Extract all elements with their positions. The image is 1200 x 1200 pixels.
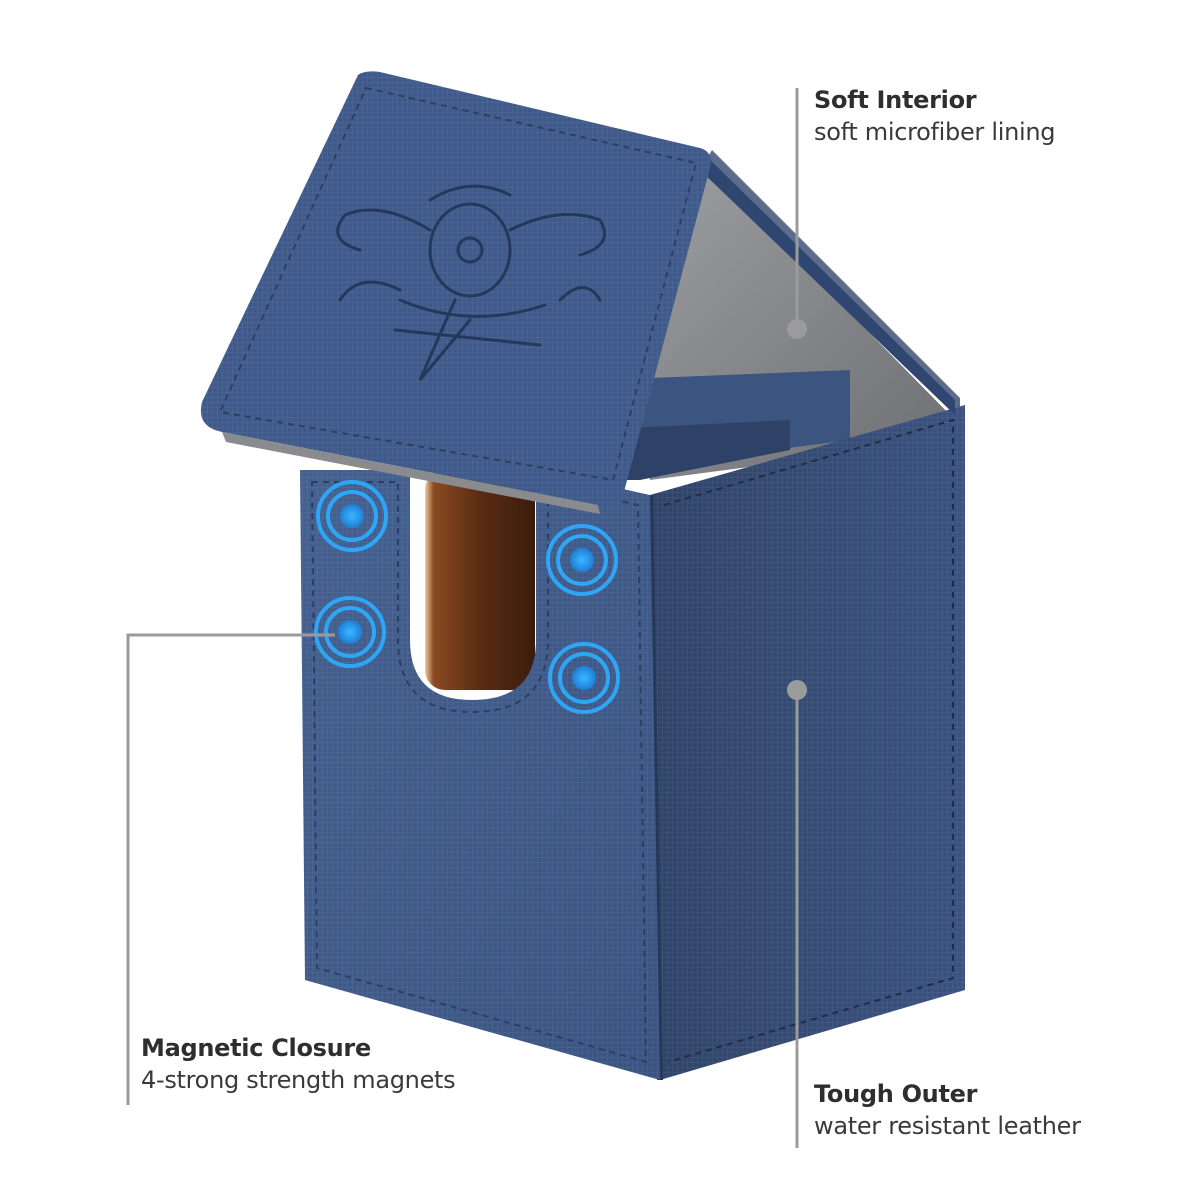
callout-description: 4-strong strength magnets — [141, 1066, 456, 1094]
side-panel — [647, 405, 965, 1081]
magnet-bottom-right — [548, 642, 620, 714]
callout-title: Magnetic Closure — [141, 1034, 371, 1062]
front-panel — [300, 470, 660, 1080]
leader-line-magnetic-closure — [126, 633, 335, 1105]
callout-tough-outer: Tough Outer water resistant leather — [814, 1078, 1081, 1142]
magnet-top-left — [316, 480, 388, 552]
leader-line-soft-interior — [787, 88, 807, 339]
magnet-top-right — [546, 524, 618, 596]
callout-description: soft microfiber lining — [814, 118, 1056, 146]
magnet-bottom-left — [314, 596, 386, 668]
magnets — [314, 480, 620, 714]
callout-soft-interior: Soft Interior soft microfiber lining — [814, 84, 1056, 148]
callout-title: Soft Interior — [814, 86, 977, 114]
callout-description: water resistant leather — [814, 1112, 1081, 1140]
callout-title: Tough Outer — [814, 1080, 978, 1108]
leader-line-tough-outer — [787, 680, 807, 1148]
callout-magnetic-closure: Magnetic Closure 4-strong strength magne… — [141, 1032, 456, 1096]
lid-flap — [200, 71, 955, 514]
card-deck — [425, 370, 850, 690]
emblem-emboss — [336, 184, 606, 381]
